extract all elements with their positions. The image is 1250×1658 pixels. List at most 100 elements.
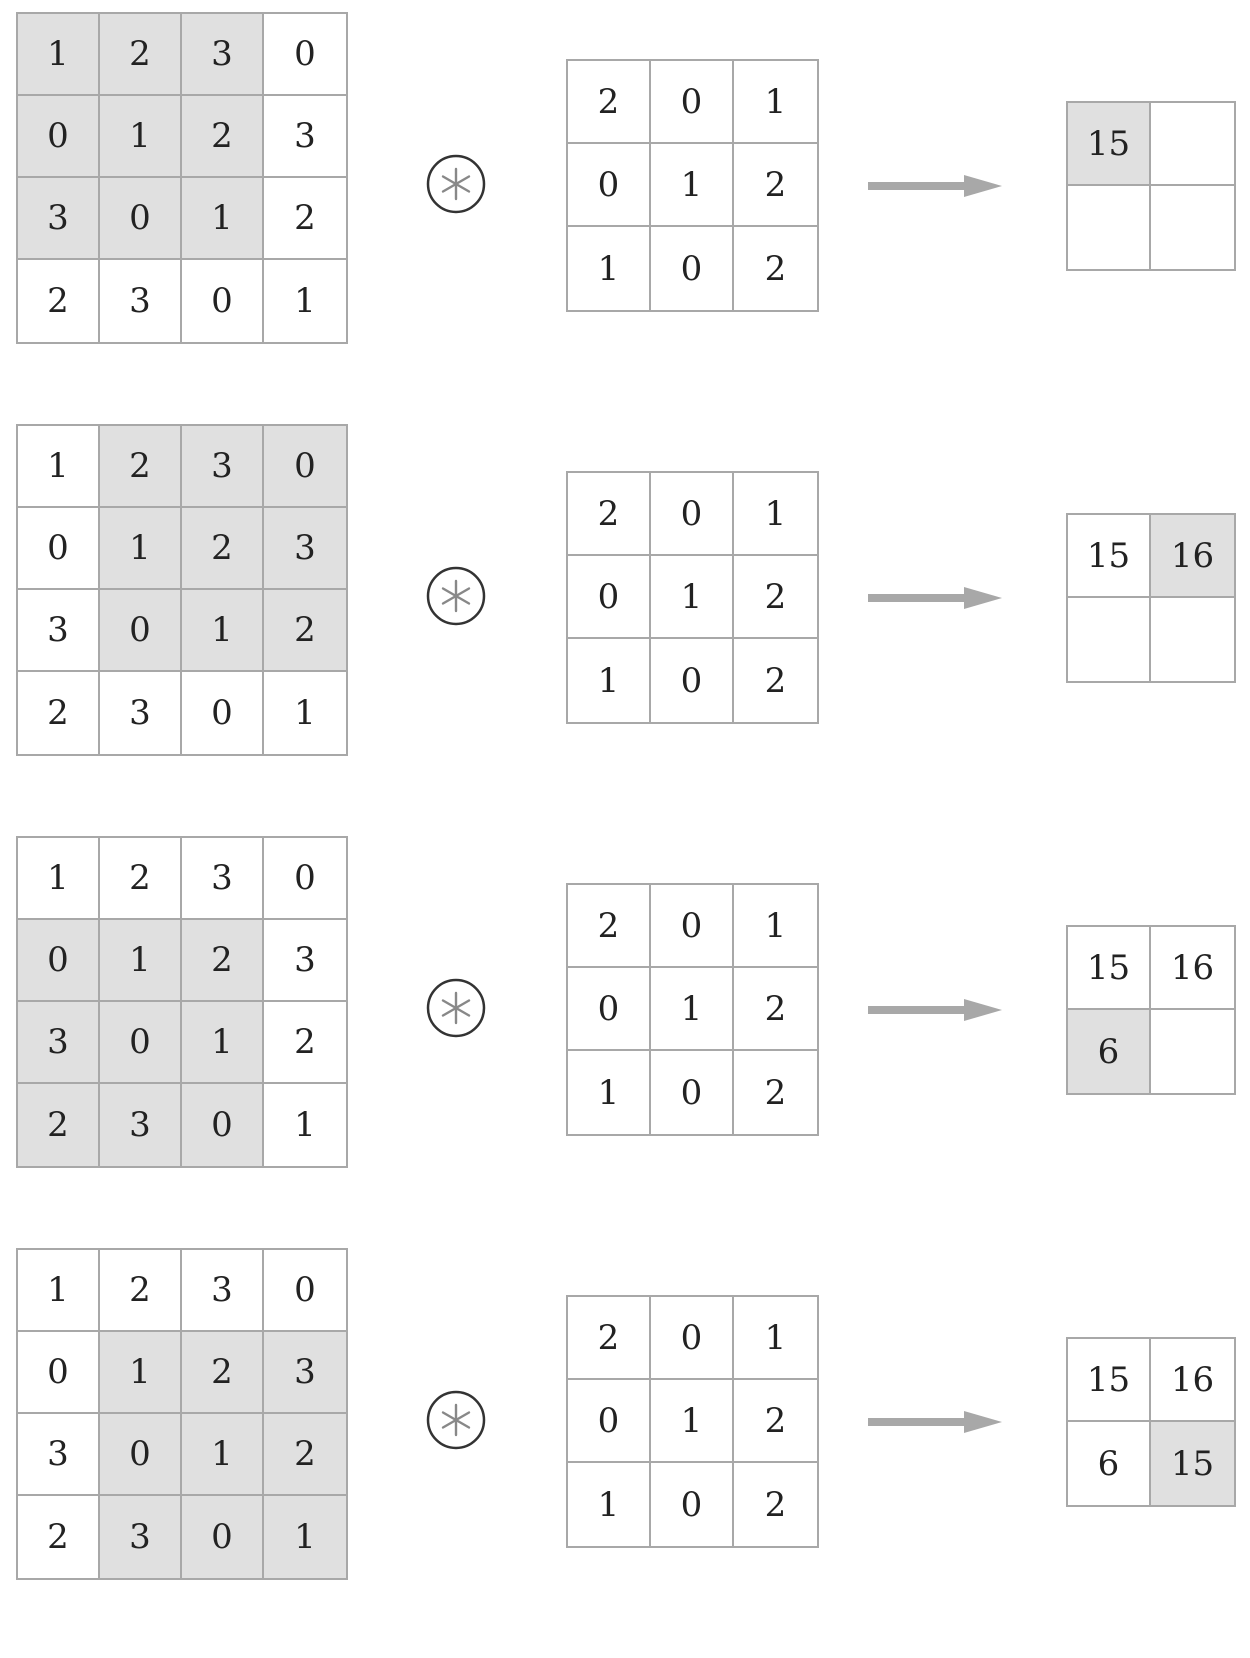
kernel-cell: 2: [734, 1051, 817, 1134]
input-cell: 3: [100, 1496, 182, 1578]
input-cell: 0: [100, 590, 182, 672]
input-cell: 0: [264, 426, 346, 508]
kernel-cell: 0: [568, 968, 651, 1051]
output-cell: [1151, 598, 1234, 681]
kernel-cell: 0: [568, 556, 651, 639]
input-cell: 1: [100, 1332, 182, 1414]
right-arrow-icon: [868, 999, 1002, 1021]
input-cell: 3: [182, 1250, 264, 1332]
kernel-cell: 0: [651, 61, 734, 144]
input-cell: 0: [182, 672, 264, 754]
input-cell: 3: [18, 1002, 100, 1084]
kernel-cell: 0: [651, 1051, 734, 1134]
input-cell: 3: [18, 590, 100, 672]
input-cell: 1: [182, 590, 264, 672]
input-cell: 1: [18, 14, 100, 96]
output-cell: 15: [1068, 103, 1151, 186]
input-cell: 2: [264, 1002, 346, 1084]
kernel-cell: 1: [651, 1380, 734, 1463]
input-cell: 0: [18, 1332, 100, 1414]
input-cell: 3: [18, 178, 100, 260]
input-cell: 3: [264, 508, 346, 590]
input-cell: 2: [182, 508, 264, 590]
input-cell: 0: [100, 1002, 182, 1084]
input-cell: 3: [264, 1332, 346, 1414]
input-cell: 0: [182, 1084, 264, 1166]
output-cell: [1151, 103, 1234, 186]
output-cell: [1151, 1010, 1234, 1093]
input-cell: 1: [264, 1496, 346, 1578]
input-cell: 1: [18, 1250, 100, 1332]
input-cell: 0: [264, 14, 346, 96]
input-cell: 2: [100, 14, 182, 96]
input-cell: 3: [182, 426, 264, 508]
input-cell: 0: [182, 260, 264, 342]
input-cell: 2: [182, 920, 264, 1002]
input-cell: 2: [18, 1496, 100, 1578]
kernel-cell: 1: [568, 1463, 651, 1546]
input-cell: 2: [18, 260, 100, 342]
right-arrow-icon: [868, 587, 1002, 609]
kernel-cell: 2: [734, 1463, 817, 1546]
input-cell: 1: [100, 96, 182, 178]
output-cell: 15: [1068, 927, 1151, 1010]
kernel-cell: 1: [568, 1051, 651, 1134]
input-cell: 0: [18, 96, 100, 178]
kernel-cell: 2: [568, 885, 651, 968]
kernel-cell: 0: [568, 1380, 651, 1463]
output-cell: [1151, 186, 1234, 269]
input-cell: 1: [18, 838, 100, 920]
output-cell: 15: [1068, 1339, 1151, 1422]
kernel-cell: 0: [651, 473, 734, 556]
kernel-cell: 1: [568, 639, 651, 722]
input-cell: 1: [182, 178, 264, 260]
input-cell: 2: [100, 838, 182, 920]
input-cell: 2: [100, 426, 182, 508]
kernel-cell: 0: [651, 1297, 734, 1380]
kernel-cell: 0: [651, 227, 734, 310]
kernel-cell: 1: [734, 1297, 817, 1380]
input-cell: 3: [100, 672, 182, 754]
input-cell: 2: [182, 1332, 264, 1414]
kernel-cell: 1: [734, 473, 817, 556]
right-arrow-icon: [868, 1411, 1002, 1433]
input-cell: 1: [100, 508, 182, 590]
input-cell: 0: [264, 838, 346, 920]
kernel-cell: 2: [734, 1380, 817, 1463]
input-cell: 3: [264, 920, 346, 1002]
input-cell: 2: [264, 590, 346, 672]
input-cell: 1: [264, 260, 346, 342]
input-cell: 2: [182, 96, 264, 178]
kernel-cell: 1: [568, 227, 651, 310]
input-cell: 0: [18, 508, 100, 590]
input-cell: 2: [264, 178, 346, 260]
output-cell: 6: [1068, 1010, 1151, 1093]
input-cell: 1: [264, 672, 346, 754]
output-cell: 15: [1151, 1422, 1234, 1505]
kernel-cell: 0: [651, 639, 734, 722]
input-cell: 3: [182, 14, 264, 96]
output-matrix: 15: [1066, 101, 1236, 271]
kernel-cell: 0: [651, 885, 734, 968]
kernel-cell: 1: [651, 144, 734, 227]
circled-asterisk-icon: [426, 1390, 486, 1450]
kernel-cell: 2: [568, 473, 651, 556]
output-cell: 15: [1068, 515, 1151, 598]
kernel-cell: 2: [734, 639, 817, 722]
output-cell: [1068, 598, 1151, 681]
input-cell: 3: [18, 1414, 100, 1496]
kernel-cell: 1: [651, 968, 734, 1051]
kernel-cell: 2: [734, 556, 817, 639]
input-cell: 2: [18, 1084, 100, 1166]
input-cell: 1: [182, 1414, 264, 1496]
output-cell: [1068, 186, 1151, 269]
